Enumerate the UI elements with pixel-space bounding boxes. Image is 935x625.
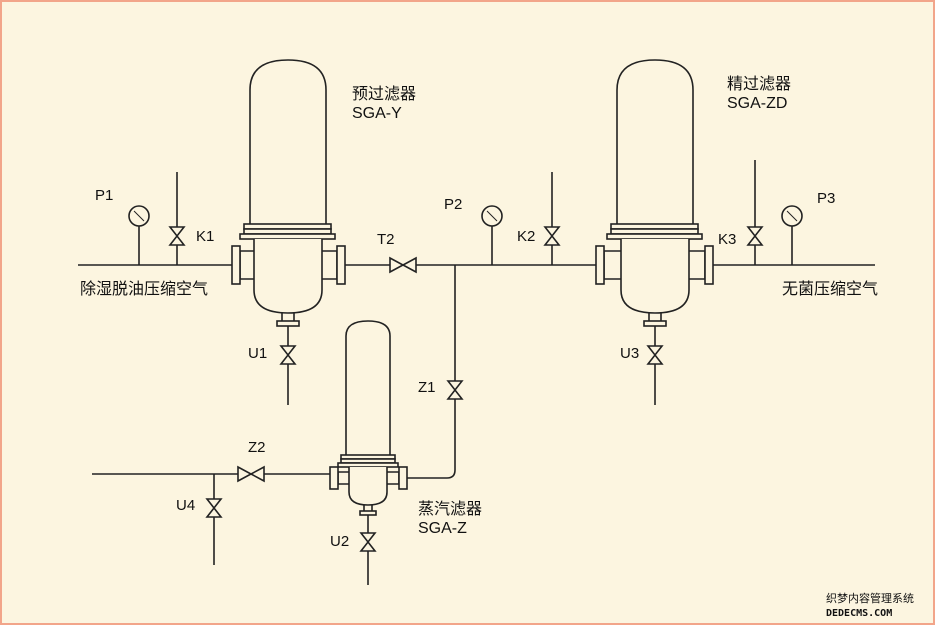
fine-filter-model: SGA-ZD <box>727 95 787 112</box>
fine-filter-name: 精过滤器 <box>727 74 791 93</box>
valve-z1 <box>447 380 463 400</box>
valve-k2 <box>544 226 560 246</box>
label-p2: P2 <box>444 196 462 213</box>
label-t2: T2 <box>377 231 395 248</box>
valve-u1 <box>280 345 296 365</box>
pre-filter-model: SGA-Y <box>352 105 402 122</box>
label-z2: Z2 <box>248 439 266 456</box>
steam-filter-name: 蒸汽滤器 <box>418 499 482 518</box>
valve-k1 <box>169 226 185 246</box>
label-u4: U4 <box>176 497 195 514</box>
pressure-gauge-p3 <box>781 205 803 227</box>
valve-k3 <box>747 226 763 246</box>
outlet-stream-label: 无菌压缩空气 <box>782 279 878 298</box>
label-k2: K2 <box>517 228 535 245</box>
valve-t2 <box>389 257 417 273</box>
pre-filter-name: 预过滤器 <box>352 84 416 103</box>
label-k3: K3 <box>718 231 736 248</box>
fine-filter-vessel <box>595 59 714 327</box>
valve-u4 <box>206 498 222 518</box>
label-p3: P3 <box>817 190 835 207</box>
label-p1: P1 <box>95 187 113 204</box>
label-k1: K1 <box>196 228 214 245</box>
watermark-site: DEDECMS.COM <box>826 608 892 619</box>
watermark-title: 织梦内容管理系统 <box>826 591 914 605</box>
label-u3: U3 <box>620 345 639 362</box>
valve-z2 <box>237 466 265 482</box>
valve-u2 <box>360 532 376 552</box>
steam-filter-model: SGA-Z <box>418 520 467 537</box>
label-u2: U2 <box>330 533 349 550</box>
pressure-gauge-p2 <box>481 205 503 227</box>
valve-u3 <box>647 345 663 365</box>
pressure-gauge-p1 <box>128 205 150 227</box>
pre-filter-vessel <box>231 59 346 327</box>
steam-filter-vessel <box>329 320 408 516</box>
z1-elbow <box>407 469 456 479</box>
inlet-stream-label: 除湿脱油压缩空气 <box>80 279 208 298</box>
label-u1: U1 <box>248 345 267 362</box>
label-z1: Z1 <box>418 379 436 396</box>
